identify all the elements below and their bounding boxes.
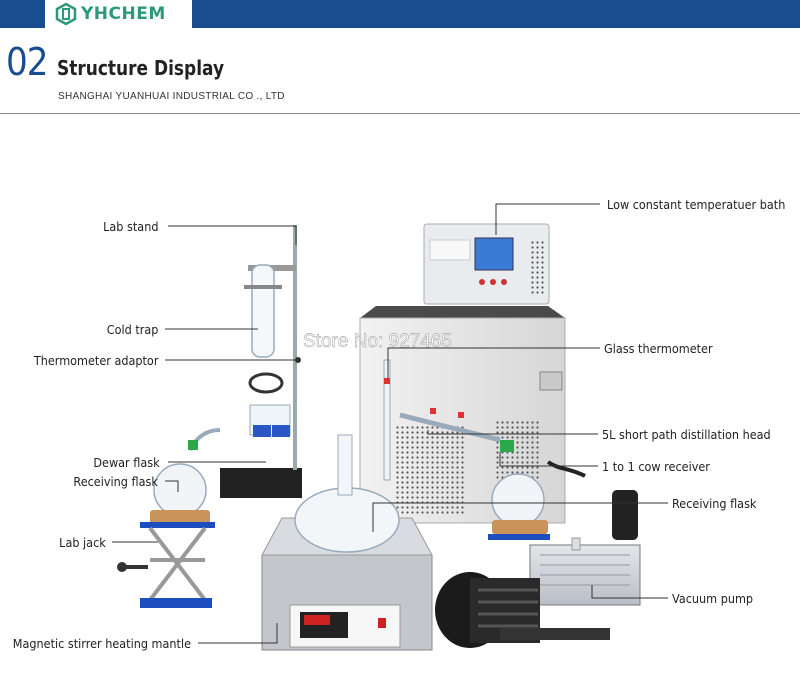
label-distillation-head: 5L short path distillation head [602, 427, 771, 442]
label-thermometer-adaptor: Thermometer adaptor [33, 353, 158, 368]
label-lab-jack: Lab jack [59, 535, 106, 550]
label-low-temperature-bath: Low constant temperatuer bath [607, 197, 786, 212]
logo-emblem-icon [55, 3, 77, 25]
low-temperature-bath [359, 223, 586, 524]
section-title: Structure Display [57, 56, 225, 80]
heating-mantle [261, 434, 433, 651]
section-number: 02 [6, 40, 48, 84]
label-dewar-flask: Dewar flask [93, 455, 160, 470]
brand-logo: YHCHEM [55, 2, 166, 26]
label-cold-trap: Cold trap [106, 322, 158, 337]
label-vacuum-pump: Vacuum pump [672, 591, 754, 606]
label-receiving-flask-left: Receiving flask [73, 474, 158, 489]
label-receiving-flask-right: Receiving flask [672, 496, 757, 511]
label-lab-stand: Lab stand [102, 219, 158, 234]
lab-jack-right [488, 473, 550, 540]
header-bar-left [0, 0, 45, 28]
header-bar-right [192, 0, 800, 28]
label-glass-thermometer: Glass thermometer [604, 341, 713, 356]
company-name: SHANGHAI YUANHUAI INDUSTRIAL CO ., LTD [58, 91, 285, 102]
watermark: Store No: 927465 [303, 331, 452, 352]
label-cow-receiver: 1 to 1 cow receiver [602, 459, 710, 474]
distillation-head [383, 359, 514, 481]
leader-lines [112, 203, 668, 644]
vacuum-pump [435, 490, 641, 648]
lab-jack-left [117, 428, 221, 608]
header-divider [0, 113, 800, 114]
label-heating-mantle: Magnetic stirrer heating mantle [12, 636, 191, 651]
logo-text: YHCHEM [81, 4, 166, 24]
lab-stand [220, 225, 302, 498]
